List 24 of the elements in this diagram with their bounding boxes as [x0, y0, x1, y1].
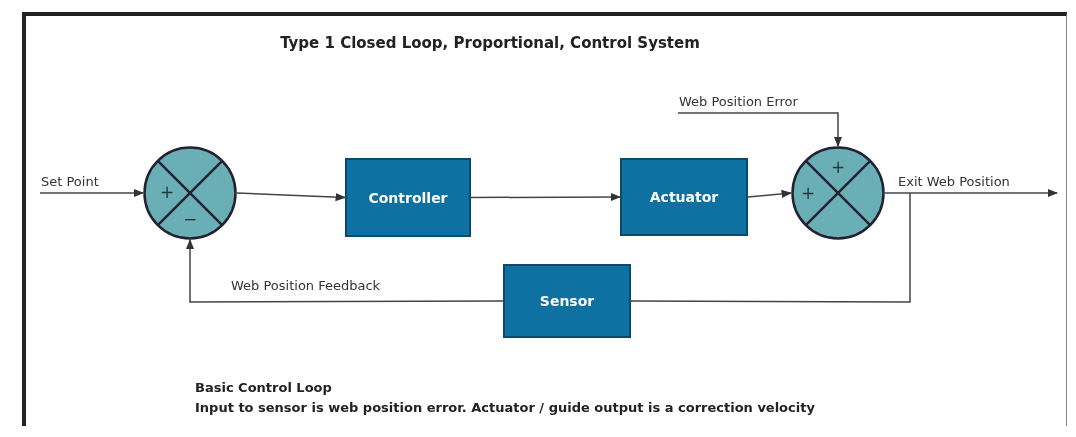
edge-label: Set Point: [40, 174, 100, 189]
arrow: [747, 189, 793, 199]
sign-symbol: +: [159, 183, 175, 201]
edge-label: Web Position Error: [678, 94, 799, 109]
note-heading: Basic Control Loop: [195, 380, 332, 395]
sign-symbol: −: [182, 210, 198, 228]
block-box: Sensor: [503, 264, 631, 338]
connector-line: [630, 192, 911, 303]
edge-label: Web Position Feedback: [230, 278, 382, 293]
diagram-title: Type 1 Closed Loop, Proportional, Control System: [279, 34, 701, 52]
arrow: [236, 192, 347, 202]
block-box: Actuator: [620, 158, 748, 236]
arrow: [185, 238, 504, 303]
summing-junction: [791, 146, 885, 240]
arrow: [470, 192, 622, 202]
arrow: [39, 188, 145, 198]
sign-symbol: +: [830, 158, 846, 176]
block-box: Controller: [345, 158, 471, 237]
arrow: [884, 188, 1059, 198]
summing-junction: [143, 146, 237, 240]
sign-symbol: +: [800, 184, 816, 202]
arrow: [677, 112, 843, 148]
edge-label: Exit Web Position: [897, 174, 1011, 189]
note-text: Input to sensor is web position error. Actuator / guide output is a correction velocity: [195, 400, 815, 415]
